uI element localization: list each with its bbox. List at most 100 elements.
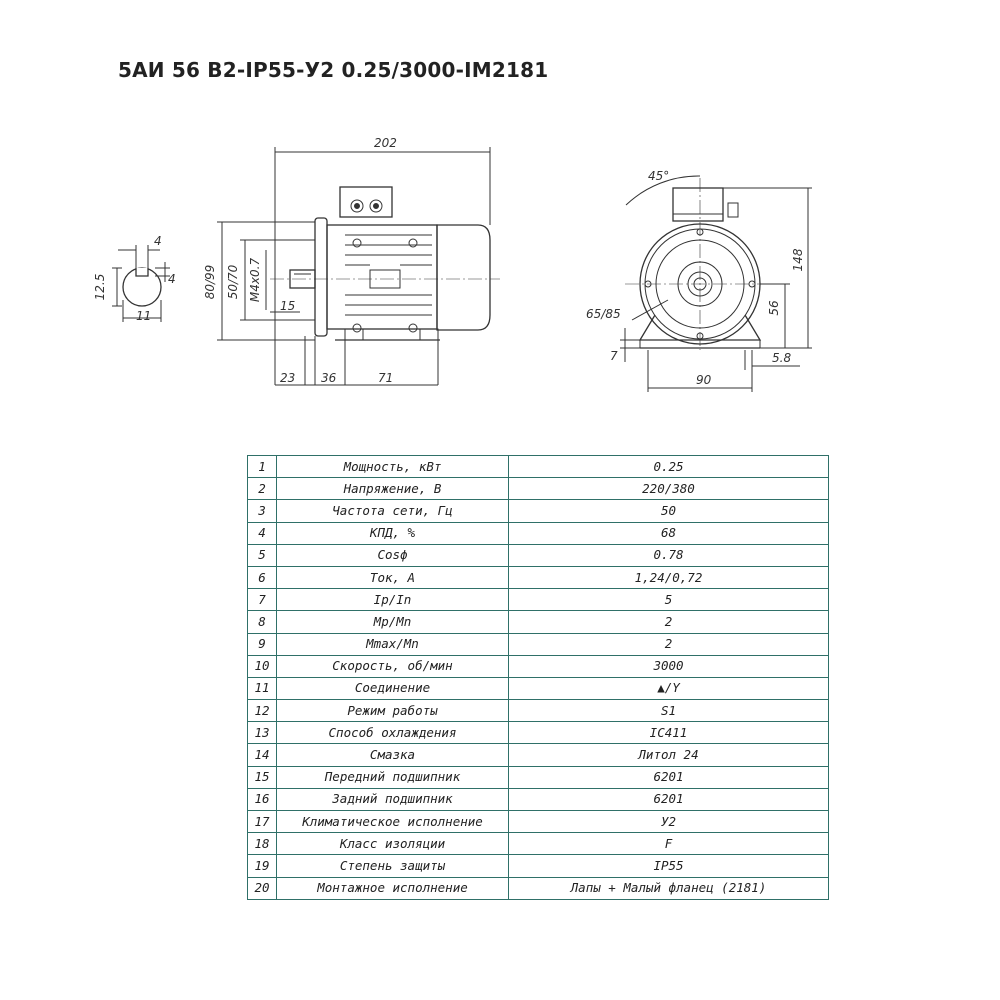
param-name: Скорость, об/мин <box>276 654 509 678</box>
page-title: 5АИ 56 В2-IP55-У2 0.25/3000-IM2181 <box>118 58 549 82</box>
param-name: Смазка <box>276 743 509 767</box>
param-name: Режим работы <box>276 699 509 723</box>
row-number: 10 <box>247 654 277 678</box>
param-value: 2 <box>508 610 829 634</box>
row-number: 6 <box>247 565 277 590</box>
row-number: 18 <box>247 832 277 856</box>
row-number: 5 <box>247 543 277 567</box>
motor-side-view <box>217 147 500 386</box>
row-number: 1 <box>247 454 277 479</box>
param-value: 220/380 <box>508 477 829 501</box>
param-name: Задний подшипник <box>276 787 509 812</box>
motor-front-view <box>620 175 812 392</box>
param-name: Мощность, кВт <box>276 454 509 479</box>
row-number: 4 <box>247 521 277 545</box>
param-value: 50 <box>508 499 829 523</box>
dim-key-11: 11 <box>136 309 151 323</box>
param-value: 0.25 <box>508 454 829 479</box>
param-value: 68 <box>508 521 829 545</box>
row-number: 19 <box>247 854 277 878</box>
dim-flange-65-85: 65/85 <box>586 307 621 321</box>
row-number: 7 <box>247 588 277 612</box>
row-number: 11 <box>247 676 277 701</box>
row-number: 2 <box>247 477 277 501</box>
param-name: Cosϕ <box>276 543 509 567</box>
param-name: Степень защиты <box>276 854 509 878</box>
param-value: S1 <box>508 699 829 723</box>
row-number: 20 <box>247 876 277 900</box>
param-name: Соединение <box>276 676 509 701</box>
row-number: 17 <box>247 809 277 834</box>
param-value: 6201 <box>508 787 829 812</box>
row-number: 15 <box>247 765 277 789</box>
row-number: 3 <box>247 499 277 523</box>
param-name: Mp/Mn <box>276 610 509 634</box>
param-value: 1,24/0,72 <box>508 565 829 590</box>
param-name: Передний подшипник <box>276 765 509 789</box>
dim-hole-5-8: 5.8 <box>772 351 791 365</box>
param-name: Климатическое исполнение <box>276 809 509 834</box>
param-value: IP55 <box>508 854 829 878</box>
param-value: IC411 <box>508 721 829 745</box>
dim-angle-45: 45° <box>648 169 669 183</box>
param-value: У2 <box>508 809 829 834</box>
param-value: 6201 <box>508 765 829 789</box>
param-name: Ip/In <box>276 588 509 612</box>
dim-71: 71 <box>378 371 393 385</box>
row-number: 12 <box>247 699 277 723</box>
dim-36: 36 <box>321 371 337 385</box>
shaft-key-section <box>112 245 170 322</box>
row-number: 13 <box>247 721 277 745</box>
param-name: Способ охлаждения <box>276 721 509 745</box>
param-value: 5 <box>508 588 829 612</box>
dim-key-4-right: 4 <box>168 272 176 286</box>
dim-50-70: 50/70 <box>226 264 240 299</box>
dim-height-148: 148 <box>791 248 805 271</box>
dim-23: 23 <box>280 371 295 385</box>
param-value: 0.78 <box>508 543 829 567</box>
row-number: 16 <box>247 787 277 812</box>
param-name: Напряжение, В <box>276 477 509 501</box>
param-value: Литол 24 <box>508 743 829 767</box>
param-name: Mmax/Mn <box>276 632 509 656</box>
param-value: Лапы + Малый фланец (2181) <box>508 876 829 900</box>
row-number: 14 <box>247 743 277 767</box>
motor-drawing: 4 12.5 4 11 202 80/99 50/70 M4x0.7 15 23… <box>93 136 812 392</box>
param-name: Класс изоляции <box>276 832 509 856</box>
dim-shaft-56: 56 <box>767 300 781 316</box>
param-value: 3000 <box>508 654 829 678</box>
param-value: 2 <box>508 632 829 656</box>
param-value: ▲/Y <box>508 676 829 701</box>
dim-length-202: 202 <box>374 136 397 150</box>
dim-key-12-5: 12.5 <box>93 274 107 301</box>
param-name: Монтажное исполнение <box>276 876 509 900</box>
dim-foot-7: 7 <box>610 349 618 363</box>
param-name: Ток, А <box>276 565 509 590</box>
dim-15: 15 <box>280 299 295 313</box>
param-name: Частота сети, Гц <box>276 499 509 523</box>
row-number: 8 <box>247 610 277 634</box>
row-number: 9 <box>247 632 277 656</box>
dim-width-90: 90 <box>696 373 712 387</box>
